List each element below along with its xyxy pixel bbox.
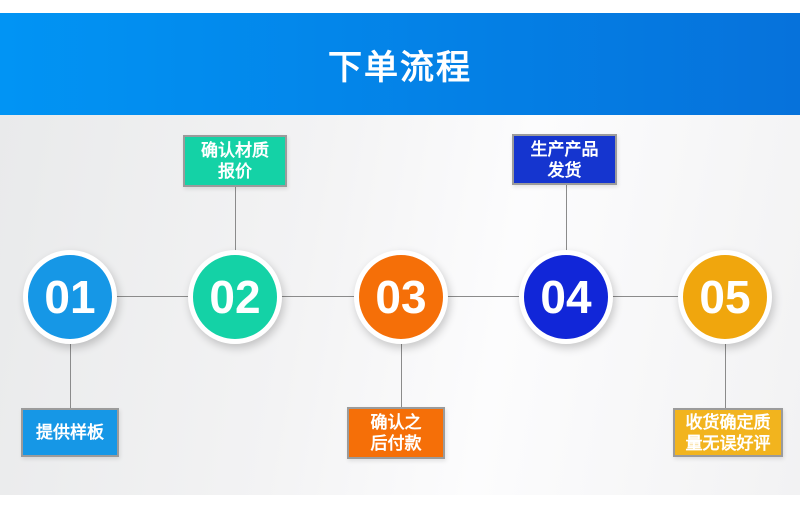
step-number: 03	[375, 271, 427, 323]
step-label-confirm-material-quote: 确认材质 报价	[183, 135, 287, 187]
step-label-provide-sample: 提供样板	[21, 408, 119, 457]
page-title: 下单流程	[328, 48, 472, 87]
step-label-receive-confirm-review: 收货确定质 量无误好评	[673, 408, 783, 457]
connector-line-step1	[70, 296, 71, 410]
header-banner: 下单流程	[0, 13, 800, 115]
step-circle-02: 02	[188, 250, 282, 344]
step-label-text: 确认材质 报价	[201, 141, 269, 181]
step-number: 05	[699, 271, 751, 323]
connector-line-step3	[401, 296, 402, 409]
step-circle-03: 03	[354, 250, 448, 344]
step-label-text: 确认之 后付款	[370, 413, 422, 453]
flow-diagram: 01 02 03 04 05 提供样板 确认材质 报价 确认之 后付款 生产产品…	[0, 115, 800, 495]
step-label-produce-and-ship: 生产产品 发货	[512, 134, 617, 185]
step-circle-05: 05	[678, 250, 772, 344]
connector-line-step5	[725, 296, 726, 410]
step-label-text: 提供样板	[36, 423, 104, 442]
step-label-text: 生产产品 发货	[530, 139, 599, 180]
step-number: 02	[209, 271, 261, 323]
step-circle-04: 04	[519, 250, 613, 344]
step-circle-01: 01	[23, 250, 117, 344]
step-number: 04	[540, 271, 592, 323]
step-label-text: 收货确定质 量无误好评	[685, 412, 771, 453]
connector-line-step4	[566, 183, 567, 297]
step-number: 01	[44, 271, 96, 323]
step-label-pay-after-confirm: 确认之 后付款	[347, 407, 445, 459]
connector-line-step2	[235, 185, 236, 297]
